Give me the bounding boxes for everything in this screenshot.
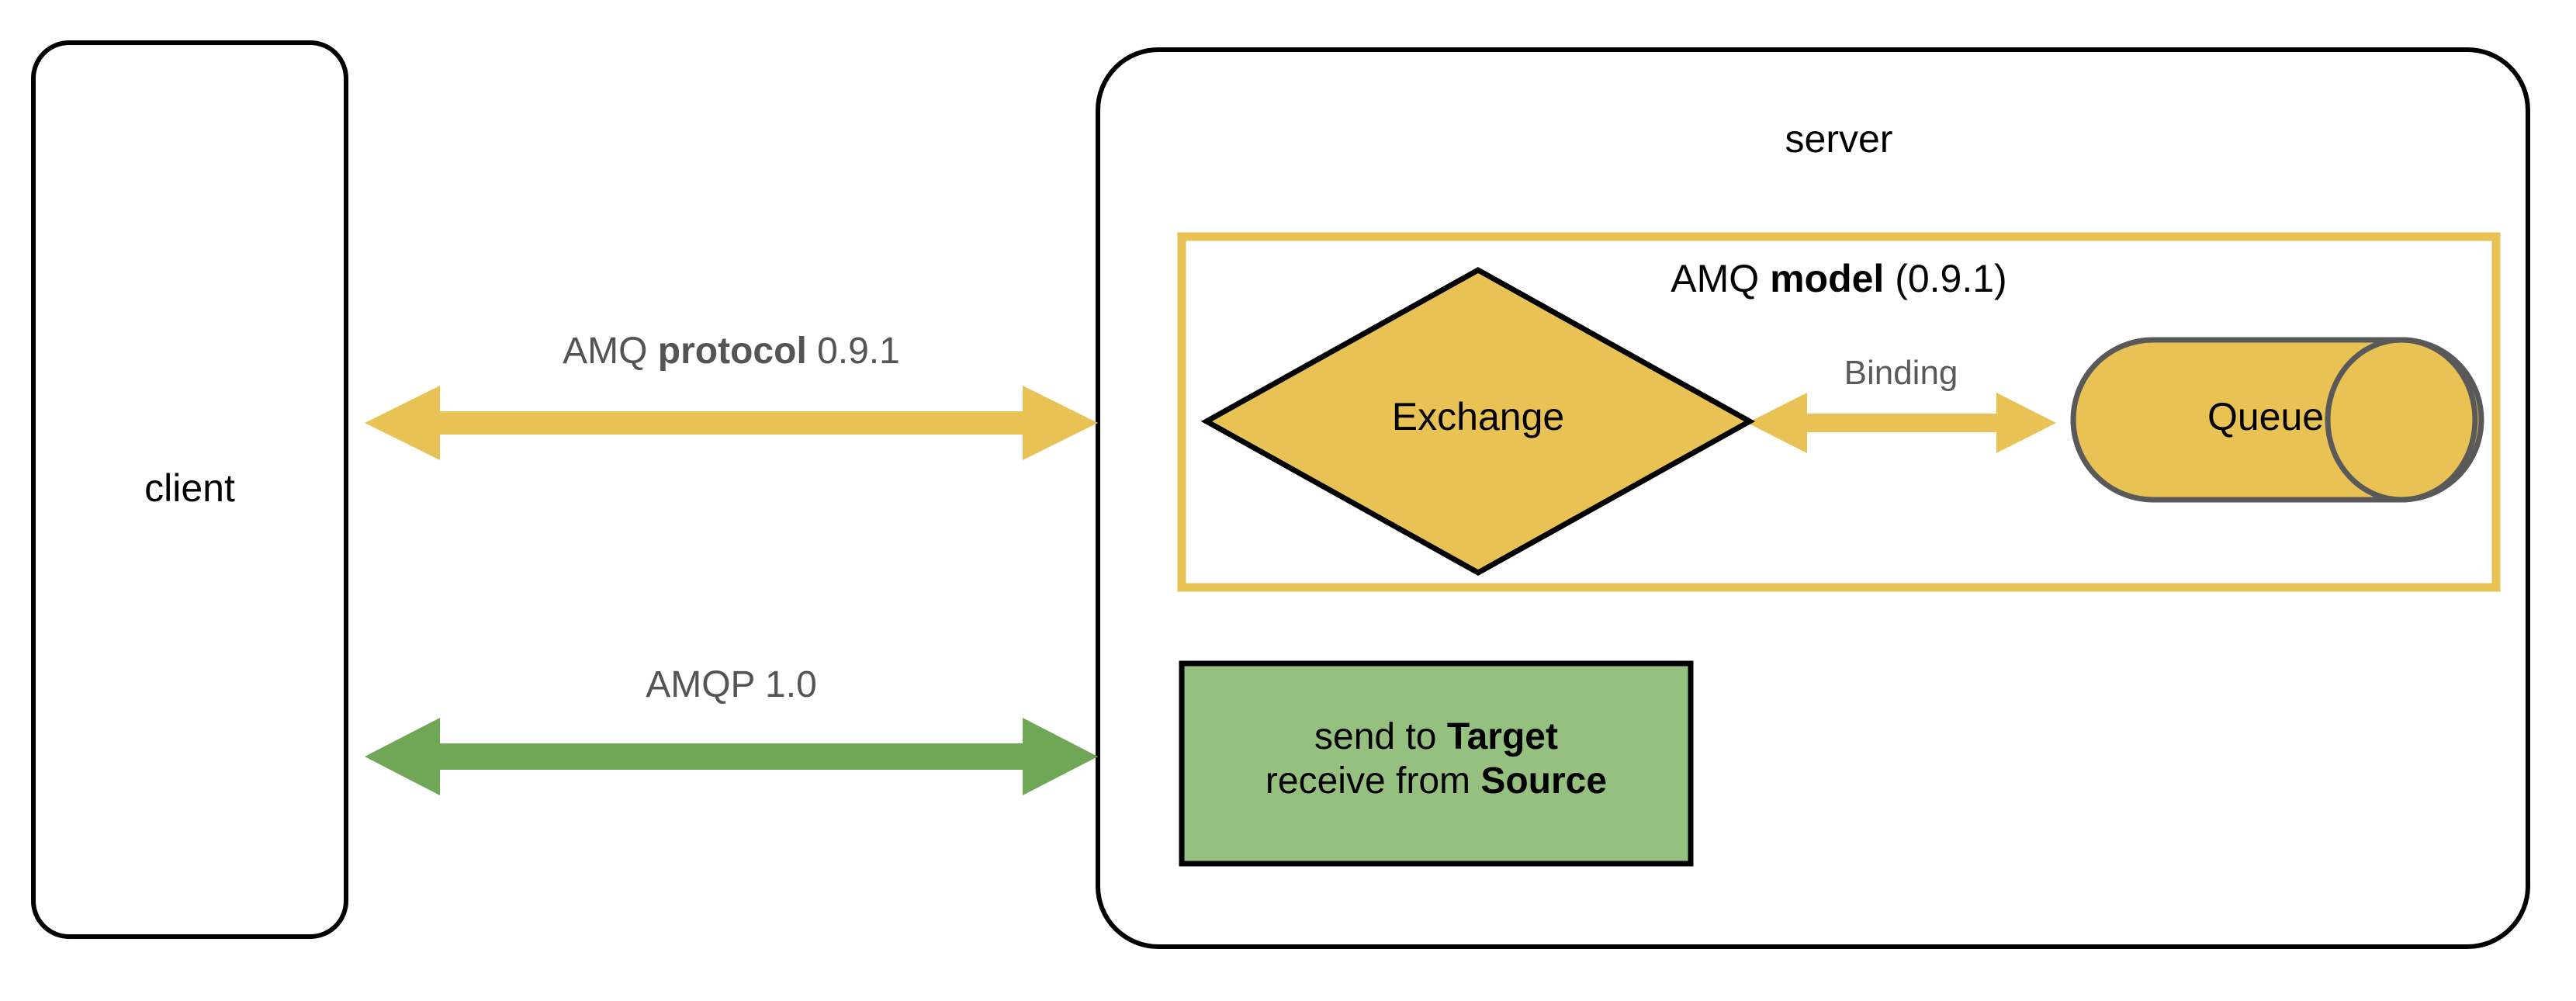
client-box[interactable] [31, 40, 348, 939]
receive-from-prefix: receive from [1265, 760, 1481, 802]
server-label: server [1785, 117, 1893, 161]
binding-label: Binding [1844, 354, 1958, 392]
exchange-label: Exchange [1391, 395, 1565, 438]
amq-model-label: AMQ model (0.9.1) [1490, 256, 2188, 302]
amq-model-container[interactable] [1177, 232, 2501, 592]
queue-label: Queue [2207, 395, 2325, 438]
amqp-semantics-line-1: send to Target [1179, 715, 1693, 760]
source-bold: Source [1480, 760, 1608, 802]
client-label: client [144, 466, 235, 510]
amqp-semantics-text: send to Target receive from Source [1179, 715, 1693, 803]
amqp-semantics-box[interactable] [1179, 660, 1694, 867]
amq-model-prefix: AMQ [1671, 257, 1771, 300]
amq-protocol-prefix: AMQ [563, 331, 658, 372]
amqp-10-label: AMQP 1.0 [646, 664, 817, 705]
queue-cylinder[interactable] [2070, 337, 2484, 503]
amq-protocol-bold: protocol [657, 331, 807, 372]
amqp-10-arrow[interactable] [365, 718, 1098, 795]
amqp-semantics-line-2: receive from Source [1179, 760, 1693, 804]
amq-model-suffix: (0.9.1) [1884, 257, 2007, 300]
binding-arrow[interactable] [1747, 393, 2056, 453]
amq-protocol-label: AMQ protocol 0.9.1 [365, 330, 1098, 374]
amq-protocol-suffix: 0.9.1 [806, 331, 900, 372]
send-to-prefix: send to [1314, 716, 1447, 757]
target-bold: Target [1446, 716, 1558, 757]
amq-protocol-arrow[interactable] [365, 386, 1098, 460]
amq-model-bold: model [1770, 257, 1885, 300]
exchange-diamond[interactable] [1200, 266, 1756, 577]
